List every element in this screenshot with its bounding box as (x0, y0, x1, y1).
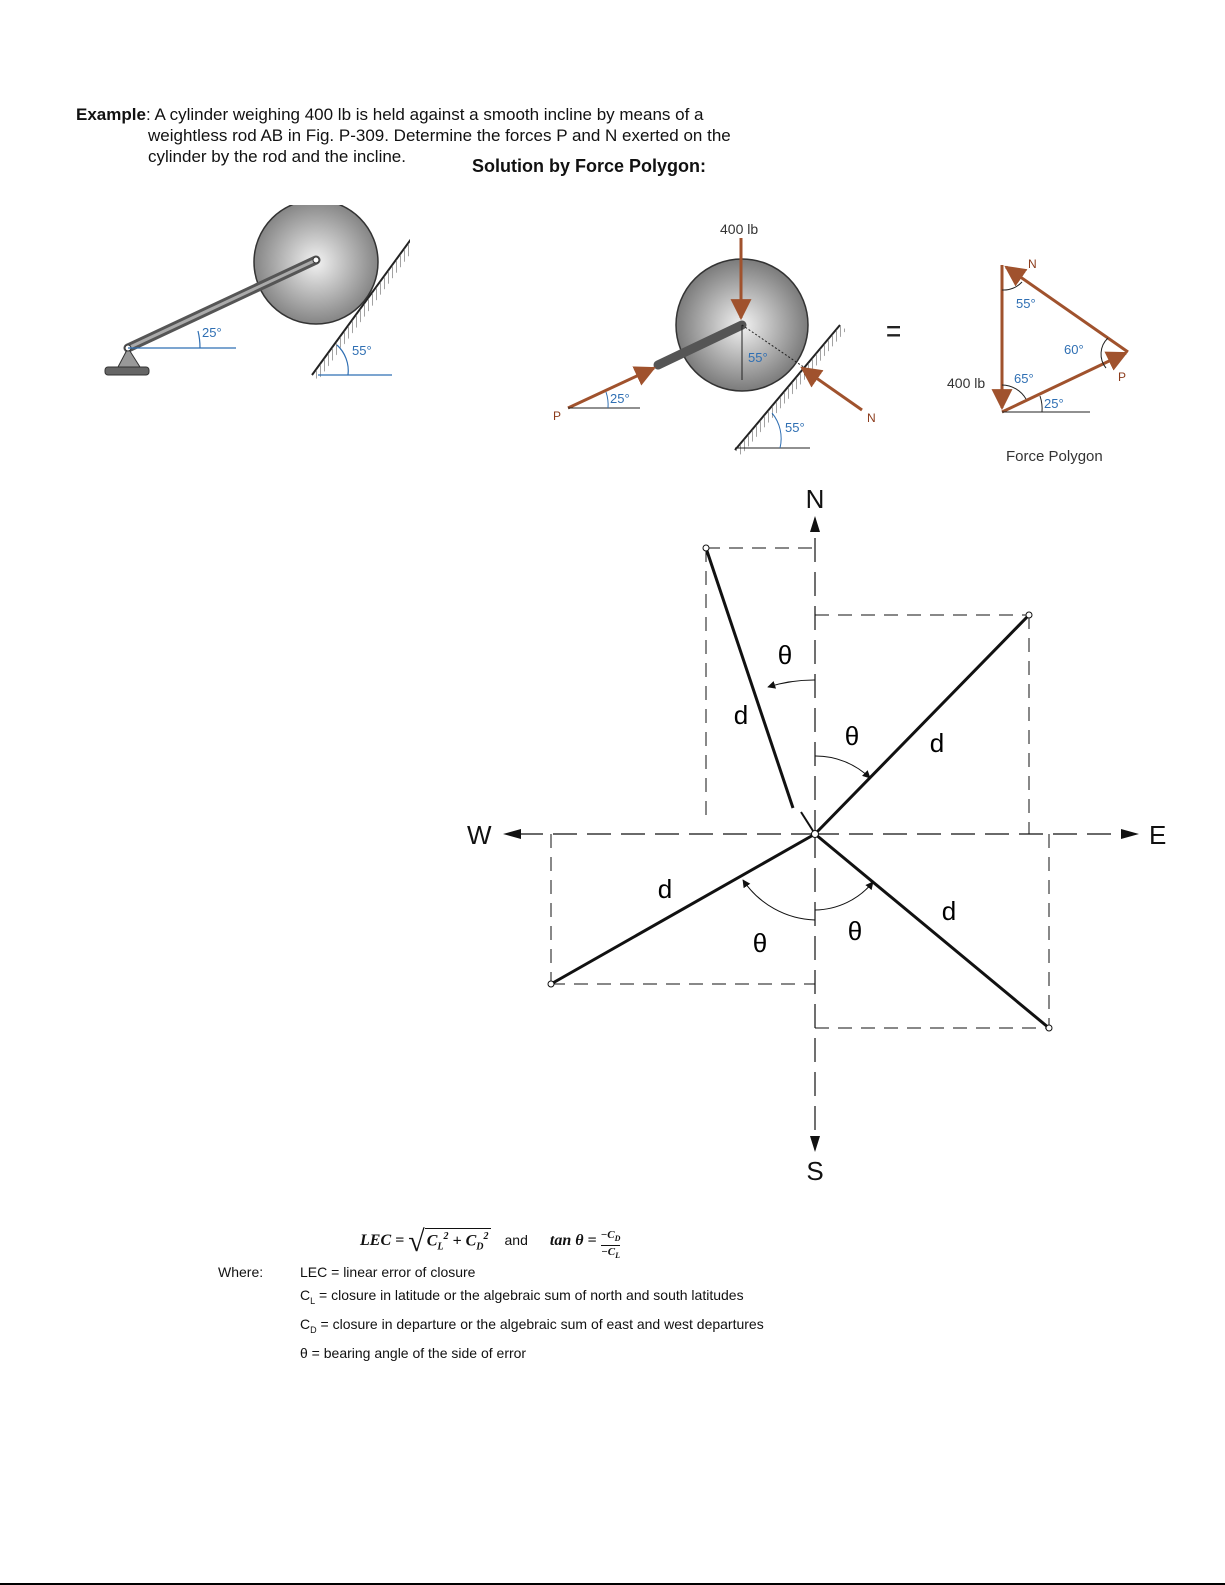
bearing-diagram: N S E W θ d θ d θ d θ d (467, 484, 1166, 1186)
weight-label: 400 lb (720, 221, 758, 237)
tan-fraction: −CD −CL (600, 1228, 621, 1261)
pin-support (104, 344, 150, 376)
equals-sign: = (886, 313, 900, 349)
problem-figure: 25° 55° (104, 205, 410, 380)
definition-lec: LEC = linear error of closure (300, 1264, 476, 1280)
polygon-n-label: N (1028, 257, 1037, 271)
side-se (814, 832, 1050, 1030)
polygon-p-vector (1001, 351, 1128, 414)
p-label: P (553, 409, 561, 423)
incline-angle-label: 55° (352, 343, 372, 358)
polygon-angle-25: 25° (1044, 396, 1064, 411)
force-p-arrow (567, 366, 656, 410)
problem-statement: Example: A cylinder weighing 400 lb is h… (76, 105, 731, 166)
incline (311, 238, 410, 380)
polygon-angle-55: 55° (1016, 296, 1036, 311)
n-label: N (867, 411, 876, 425)
page-bottom-rule (0, 1583, 1225, 1585)
side-nw (704, 547, 795, 809)
polygon-weight-label: 400 lb (947, 375, 985, 391)
d-ne: d (930, 728, 944, 758)
problem-line-1: A cylinder weighing 400 lb is held again… (154, 105, 704, 124)
definition-cl: CL = closure in latitude or the algebrai… (300, 1287, 744, 1306)
incline-segment (734, 324, 846, 455)
theta-nw: θ (778, 640, 792, 670)
free-body-diagram: 400 lb 55° 25° P N 55° = (553, 221, 900, 455)
theta-se: θ (848, 916, 862, 946)
formula-row: LEC = √CL2 + CD2 and tan θ = −CD −CL (360, 1225, 621, 1261)
where-definitions: LEC = linear error of closure CL = closu… (300, 1261, 764, 1365)
north-label: N (806, 484, 825, 514)
force-polygon: N 55° 60° P 400 lb 65° 25° Force Polygon (947, 257, 1129, 465)
example-label: Example (76, 105, 146, 124)
side-sw (550, 832, 816, 986)
polygon-p-label: P (1118, 370, 1126, 384)
east-label: E (1149, 820, 1166, 850)
fbd-rod (653, 320, 747, 370)
lec-lhs: LEC = (360, 1232, 405, 1249)
definition-cd: CD = closure in departure or the algebra… (300, 1315, 764, 1335)
p-angle-label: 25° (610, 391, 630, 406)
d-sw: d (658, 874, 672, 904)
problem-line-3: cylinder by the rod and the incline. (148, 147, 406, 166)
lec-radicand: CL2 + CD2 (424, 1227, 491, 1252)
theta-sw: θ (753, 928, 767, 958)
problem-line-2: weightless rod AB in Fig. P-309. Determi… (148, 126, 731, 145)
definition-theta: θ = bearing angle of the side of error (300, 1344, 527, 1361)
d-se: d (942, 896, 956, 926)
polygon-angle-65: 65° (1014, 371, 1034, 386)
polygon-caption: Force Polygon (1006, 448, 1103, 465)
force-n-arrow (800, 366, 863, 412)
center-angle-label: 55° (748, 350, 768, 365)
rod-angle-label: 25° (202, 325, 222, 340)
polygon-angle-60: 60° (1064, 342, 1084, 357)
side-ne (813, 613, 1031, 836)
south-label: S (806, 1156, 823, 1186)
theta-ne: θ (845, 721, 859, 751)
solution-heading: Solution by Force Polygon: (472, 156, 706, 176)
d-nw: d (734, 700, 748, 730)
where-label: Where: (218, 1264, 264, 1280)
formula-and: and (504, 1232, 528, 1248)
west-label: W (467, 820, 492, 850)
tan-lhs: tan θ = (549, 1232, 597, 1249)
incline-angle-label-fbd: 55° (785, 420, 805, 435)
